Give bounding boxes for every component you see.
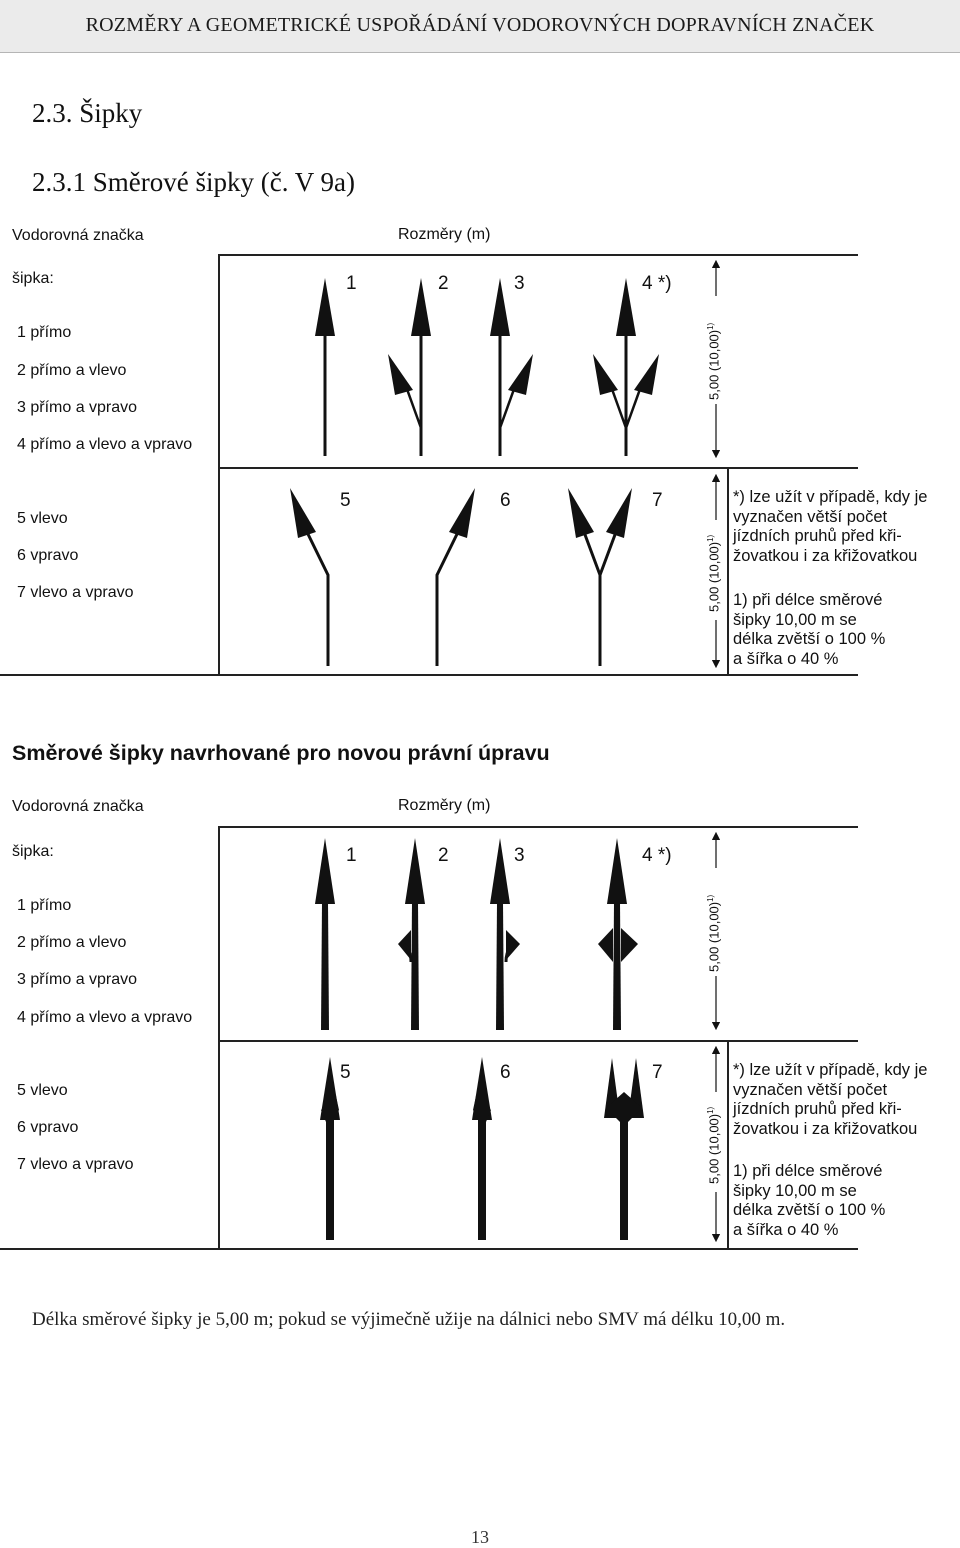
arrow-number: 4 *) [642,845,672,866]
running-header: ROZMĚRY A GEOMETRICKÉ USPOŘÁDÁNÍ VODOROV… [85,14,875,36]
section-subtitle: 2.3.1 Směrové šipky (č. V 9a) [32,167,355,197]
arrow-number: 7 [652,1062,663,1083]
rule-top [218,826,858,828]
arrow-straight-left-icon [398,838,425,1030]
arrow-number: 5 [340,490,351,511]
proposal-title: Směrové šipky navrhované pro novou právn… [12,741,550,765]
row-header-sipka: šipka: [12,270,54,287]
arrow-straight-icon [315,278,335,456]
list-item: 3 přímo a vpravo [17,971,138,988]
list-item: 6 vpravo [17,547,79,564]
header-bar [0,0,960,53]
arrow-number: 6 [500,490,511,511]
note-star: *) lze užít v případě, kdy je vyznačen v… [733,1061,928,1138]
row-header-sipka: šipka: [12,843,54,860]
list-item: 7 vlevo a vpravo [17,1156,134,1173]
arrow-number: 1 [346,273,357,294]
list-item: 1 přímo [17,897,72,914]
list-item: 5 vlevo [17,510,68,527]
arrow-number: 4 *) [642,273,672,294]
arrow-left-right-icon [604,1058,644,1240]
arrow-number: 3 [514,845,525,866]
arrow-straight-left-right-icon [598,838,638,1030]
rule-left [218,254,220,674]
list-item: 5 vlevo [17,1082,68,1099]
arrow-straight-right-icon [490,838,520,1030]
list-item: 3 přímo a vpravo [17,399,138,416]
arrow-left-icon [290,488,330,666]
arrow-number: 3 [514,273,525,294]
rule-bottom [0,674,858,676]
list-item: 2 přímo a vlevo [17,934,127,951]
rule-bottom [0,1248,858,1250]
note-one: 1) při délce směrové šipky 10,00 m se dé… [733,1162,886,1239]
arrow-right-icon [435,488,475,666]
arrow-straight-right-icon [490,278,533,456]
note-star: *) lze užít v případě, kdy je vyznačen v… [733,488,928,565]
rule-top [218,254,858,256]
section-title: 2.3. Šipky [32,98,143,128]
arrow-number: 2 [438,845,449,866]
arrow-left-right-icon [568,488,632,666]
rule-left [218,826,220,1248]
note-one: 1) při délce směrové šipky 10,00 m se dé… [733,591,886,668]
arrow-number: 7 [652,490,663,511]
list-item: 6 vpravo [17,1119,79,1136]
list-item: 7 vlevo a vpravo [17,584,134,601]
col-left-header: Vodorovná značka [12,227,144,244]
rule-mid [218,467,858,469]
list-item: 2 přímo a vlevo [17,362,127,379]
list-item: 4 přímo a vlevo a vpravo [17,1009,193,1026]
list-item: 1 přímo [17,324,72,341]
arrow-left-icon [320,1057,340,1240]
arrow-right-icon [472,1057,492,1240]
col-right-header: Rozměry (m) [398,226,491,243]
arrow-number: 1 [346,845,357,866]
arrow-number: 6 [500,1062,511,1083]
rule-mid [218,1040,858,1042]
arrow-straight-left-right-icon [593,278,659,456]
page-number: 13 [471,1527,489,1547]
arrow-straight-icon [315,838,335,1030]
col-right-header: Rozměry (m) [398,797,491,814]
rule-notes [727,467,729,674]
arrow-number: 2 [438,273,449,294]
list-item: 4 přímo a vlevo a vpravo [17,436,193,453]
footer-note: Délka směrové šipky je 5,00 m; pokud se … [32,1309,786,1330]
col-left-header: Vodorovná značka [12,798,144,815]
rule-notes [727,1040,729,1248]
arrow-number: 5 [340,1062,351,1083]
arrow-straight-left-icon [388,278,431,456]
